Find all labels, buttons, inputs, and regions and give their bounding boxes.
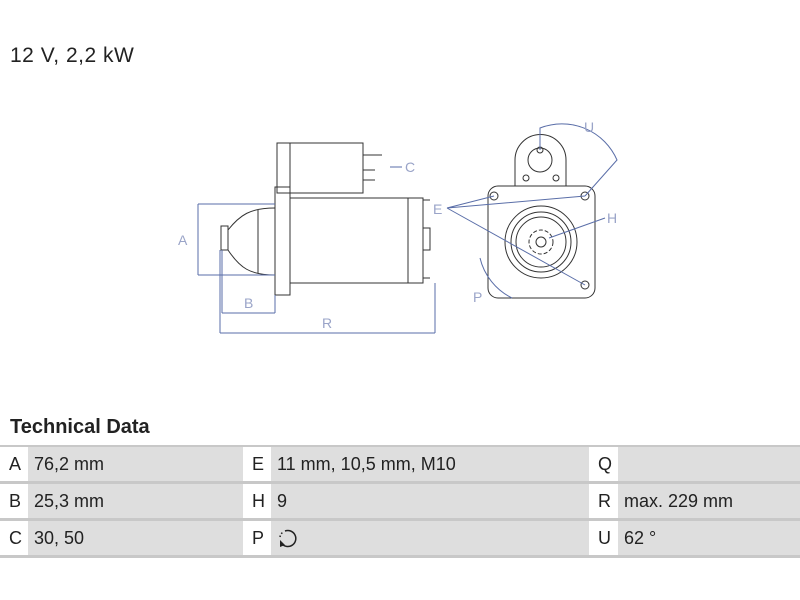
param-value: [618, 446, 800, 484]
flange-plate: [274, 186, 291, 296]
param-key: B: [0, 482, 28, 521]
solenoid: [276, 142, 364, 194]
param-key: P: [243, 519, 271, 558]
param-key: U: [589, 519, 619, 558]
label-b: B: [244, 295, 253, 311]
param-value: 62 °: [618, 519, 800, 558]
technical-data-title: Technical Data: [10, 416, 150, 438]
label-a: A: [178, 232, 188, 248]
label-p: P: [473, 289, 482, 305]
param-value: 25,3 mm: [28, 482, 243, 521]
param-key: R: [589, 482, 619, 521]
param-key: C: [0, 519, 28, 558]
end-plate: [487, 185, 596, 299]
table-row: A 76,2 mm E 11 mm, 10,5 mm, M10 Q: [0, 446, 800, 484]
label-u: U: [584, 119, 594, 135]
table-row: B 25,3 mm H 9 R max. 229 mm: [0, 482, 800, 521]
label-r: R: [322, 315, 332, 331]
param-key: Q: [589, 446, 619, 484]
nose-cone: [227, 207, 276, 276]
param-value: max. 229 mm: [618, 482, 800, 521]
param-key: H: [243, 482, 271, 521]
param-value: 76,2 mm: [28, 446, 243, 484]
param-value: 30, 50: [28, 519, 243, 558]
counterclockwise-rotation-icon: [279, 529, 297, 548]
param-key: E: [243, 446, 271, 484]
param-value: [271, 519, 589, 558]
param-value: 9: [271, 482, 589, 521]
gear: [528, 229, 554, 255]
product-title: 12 V, 2,2 kW: [10, 44, 135, 67]
label-c: C: [405, 159, 415, 175]
motor-body: [289, 197, 424, 284]
param-key: A: [0, 446, 28, 484]
pinion: [220, 225, 229, 251]
label-h: H: [607, 210, 617, 226]
technical-data-table: A 76,2 mm E 11 mm, 10,5 mm, M10 Q B 25,3…: [0, 445, 800, 558]
param-value: 11 mm, 10,5 mm, M10: [271, 446, 589, 484]
label-e: E: [433, 201, 442, 217]
table-row: C 30, 50 P U 62 °: [0, 519, 800, 558]
starter-motor-drawing: A B C E H P R U: [178, 119, 618, 334]
